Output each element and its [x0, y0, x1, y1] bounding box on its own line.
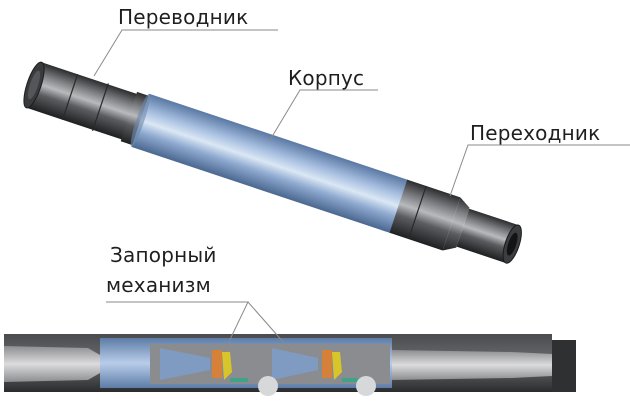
- leader-adapter-top: [93, 29, 278, 77]
- label-body: Корпус: [288, 66, 365, 90]
- cone-left: [160, 348, 210, 380]
- leader-body: [269, 89, 378, 141]
- body-part: [131, 93, 410, 234]
- leader-adapter-right: [449, 144, 630, 197]
- adapter-right-part: [389, 179, 461, 251]
- leader-lock-mechanism-2: [247, 301, 293, 353]
- label-adapter-right: Переходник: [470, 121, 601, 145]
- seal-left: [212, 350, 222, 378]
- leader-lines: [93, 29, 630, 353]
- tool-3d-view: [23, 61, 522, 264]
- label-lock-mechanism-line1: Запорный: [110, 243, 217, 267]
- cone-right: [272, 348, 318, 380]
- label-adapter-top: Переводник: [118, 5, 249, 29]
- valve-right: [332, 352, 342, 380]
- valve-left: [222, 352, 232, 380]
- seal-right: [322, 350, 332, 378]
- adapter-top-part: [26, 62, 142, 141]
- tool-cross-section: [4, 334, 576, 396]
- label-lock-mechanism-line2: механизм: [106, 273, 211, 297]
